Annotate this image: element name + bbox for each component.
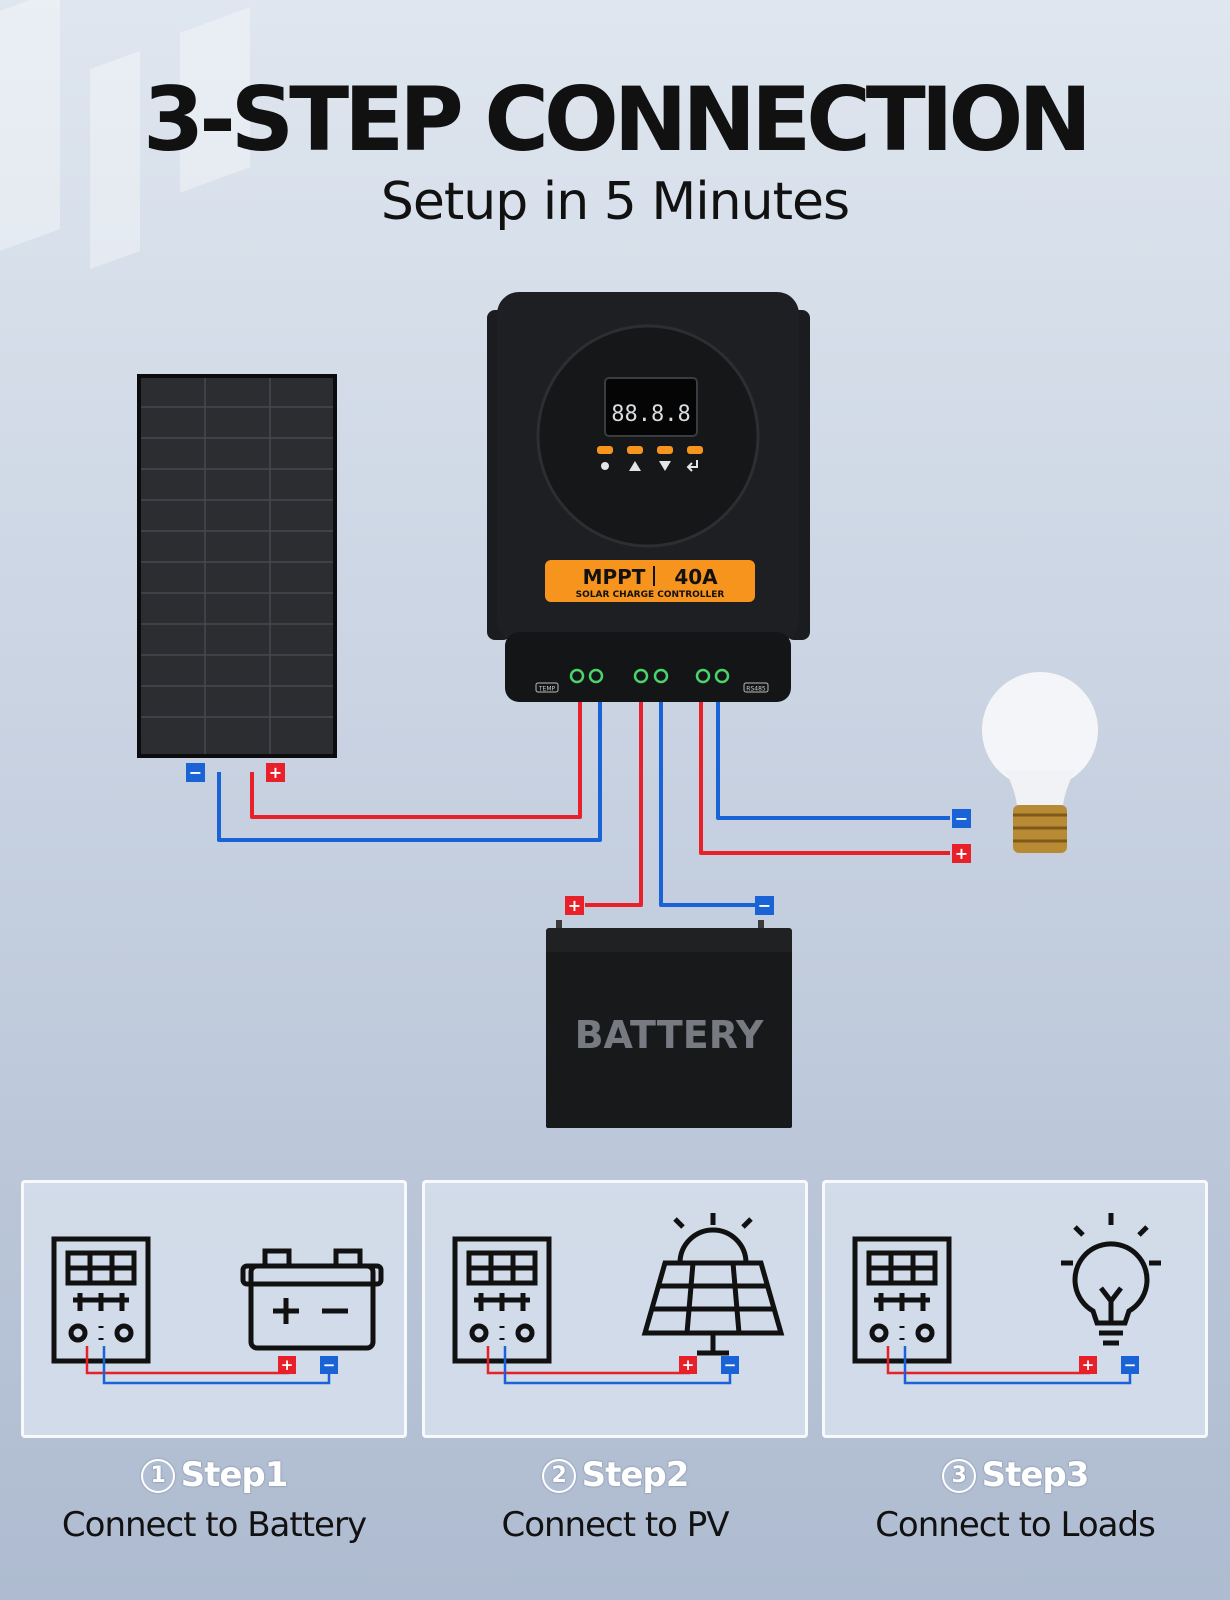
step-number: 3 [941,1459,976,1493]
solar-panel-icon [641,1213,785,1356]
battery-negative-wire [659,700,755,907]
battery-icon [240,1248,384,1351]
down-button[interactable] [657,446,673,454]
pv-negative-wire [217,700,602,842]
controller-icon [452,1236,552,1364]
svg-text:TEMP: TEMP [538,686,556,693]
controller-icon [51,1236,151,1364]
svg-text:−: − [189,763,202,782]
step-label: Connect to Battery [61,1505,367,1545]
battery-terminal [633,668,649,684]
svg-text:40A: 40A [674,565,718,589]
down-arrow-icon [659,461,671,471]
svg-text:BATTERY: BATTERY [575,1013,764,1057]
battery: BATTERY [546,920,792,1128]
step-label: Connect to PV [501,1505,729,1545]
load-terminal [695,668,711,684]
solar-panel [137,374,337,758]
menu-button[interactable] [597,446,613,454]
load-negative-wire [716,700,950,820]
enter-icon [686,460,698,472]
charge-controller: 88.8.8 MPPT 40A SOLAR CHARGE CONTROLLER … [487,292,810,702]
svg-text:SOLAR CHARGE CONTROLLER: SOLAR CHARGE CONTROLLER [576,590,725,600]
light-bulb-icon [1061,1213,1161,1346]
up-arrow-icon [629,461,641,471]
gear-icon [601,462,609,470]
step-number: 1 [140,1459,175,1493]
svg-text:+: + [281,1356,294,1374]
step-card-1: + − [21,1180,407,1438]
svg-text:+: + [682,1356,695,1374]
model-badge [545,560,755,602]
controller-icon [852,1236,952,1364]
polarity-tags: − + + − − + [186,763,971,915]
page-subtitle: Setup in 5 Minutes [380,172,850,232]
battery-terminal [653,668,669,684]
up-button[interactable] [627,446,643,454]
step-number: 2 [541,1459,576,1493]
step-card-2: + − [422,1180,808,1438]
svg-text:MPPT: MPPT [583,565,646,589]
svg-text:RS485: RS485 [746,686,766,693]
pv-terminal [588,668,604,684]
battery-positive-wire [585,700,643,907]
svg-text:−: − [1124,1356,1137,1374]
svg-text:−: − [323,1356,336,1374]
step-label: Connect to Loads [875,1505,1156,1545]
light-bulb [982,672,1098,853]
page-title: 3-STEP CONNECTION [142,68,1092,171]
pv-terminal [569,668,585,684]
svg-text:+: + [955,844,968,863]
wiring-diagram: − + + − − + 88.8.8 MPPT 40A SOLAR CHAR [137,292,1098,1128]
svg-text:88.8.8: 88.8.8 [611,402,690,427]
svg-text:+: + [568,896,581,915]
svg-text:−: − [724,1356,737,1374]
svg-text:−: − [758,896,771,915]
step-card-3: + − [822,1180,1208,1438]
pv-positive-wire [250,700,582,819]
svg-text:+: + [1082,1356,1095,1374]
load-positive-wire [699,700,950,855]
lcd-screen [604,377,698,437]
svg-text:−: − [955,809,968,828]
svg-text:+: + [269,763,282,782]
enter-button[interactable] [687,446,703,454]
load-terminal [714,668,730,684]
